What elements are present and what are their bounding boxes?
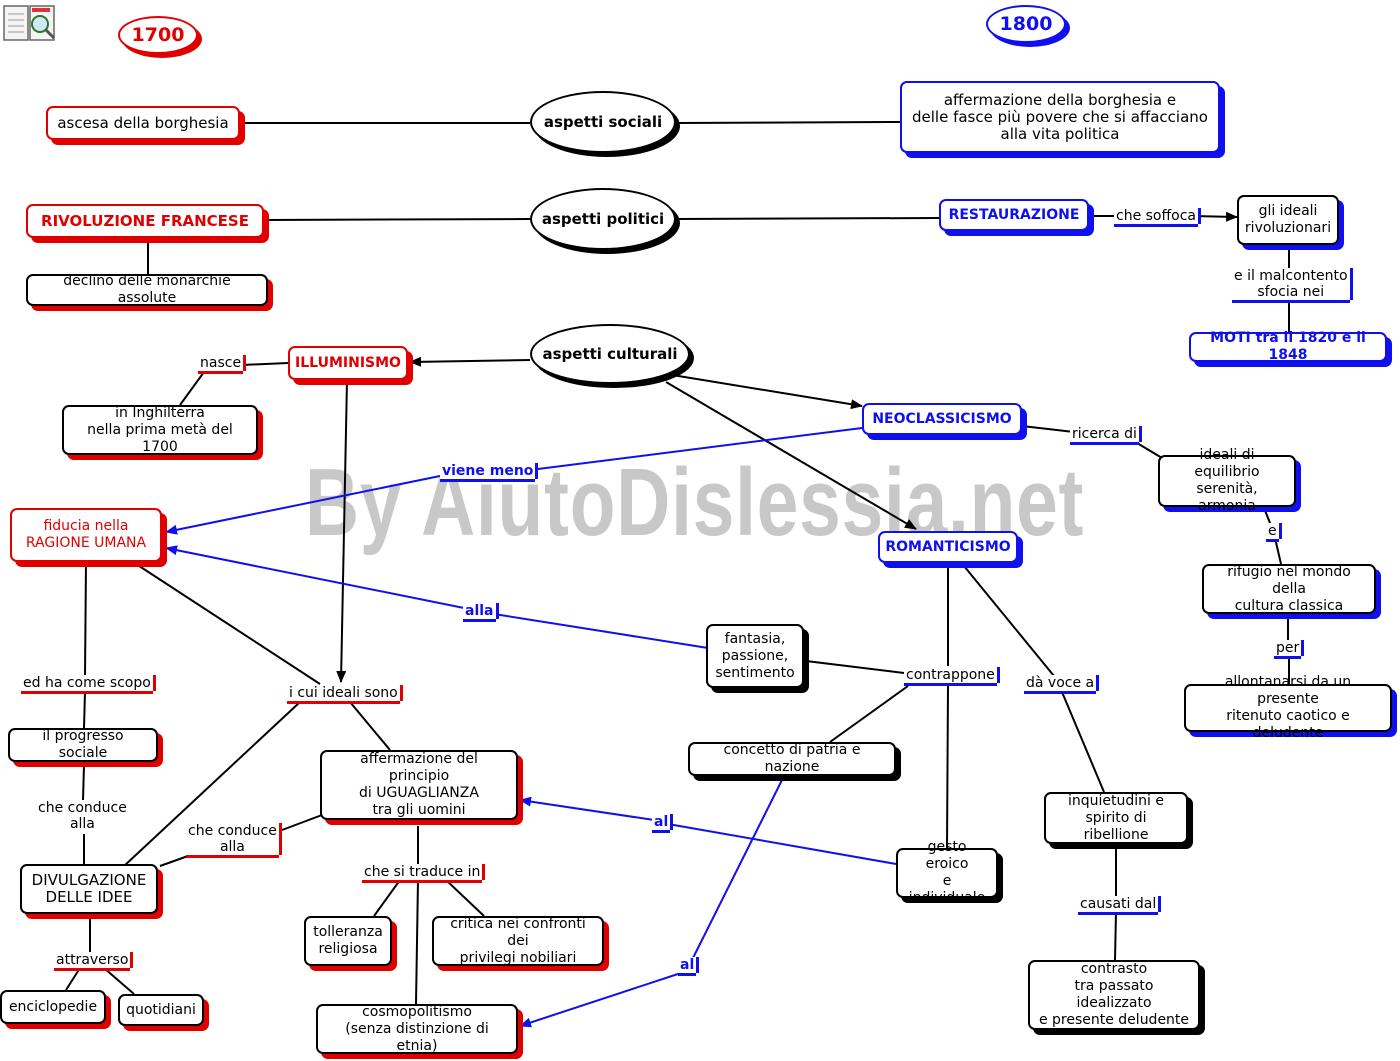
link-che-soffoca: che soffoca xyxy=(1114,208,1198,224)
edge-romanticismo-voce xyxy=(963,565,1055,677)
link-viene-meno: viene meno xyxy=(440,463,536,479)
link-attraverso: attraverso xyxy=(54,952,131,968)
node-uguaglianza: affermazione del principio di UGUAGLIANZ… xyxy=(320,750,518,820)
node-illuminismo: ILLUMINISMO xyxy=(288,346,408,380)
node-ascesa-borghesia: ascesa della borghesia xyxy=(46,106,240,140)
link-al-1: al xyxy=(652,814,671,830)
edge-culturali-illuminismo xyxy=(409,356,531,367)
node-inghilterra: in Inghilterra nella prima metà del 1700 xyxy=(62,405,258,455)
edge-e-rifugio xyxy=(1274,537,1282,565)
edge-patria-al xyxy=(691,779,783,961)
edge-nasce-inghilterra xyxy=(179,371,205,406)
link-alla: alla xyxy=(463,603,496,619)
edge-traduce-critica xyxy=(445,879,485,917)
node-affermazione-borghesia: affermazione della borghesia e delle fas… xyxy=(900,81,1220,153)
node-romanticismo: ROMANTICISMO xyxy=(878,531,1018,563)
link-per: per xyxy=(1274,640,1302,656)
edge-rivoluzione-politici xyxy=(263,218,531,221)
link-traduce: che si traduce in xyxy=(362,864,483,880)
edge-contrappone-gesto xyxy=(946,685,949,849)
node-cosmopolitismo: cosmopolitismo (senza distinzione di etn… xyxy=(316,1004,518,1054)
link-conduce-1: che conduce alla xyxy=(36,800,129,832)
edge-ideali-uguaglianza xyxy=(349,701,391,751)
edge-ideali-divulgazione xyxy=(123,701,301,867)
edge-scopo-progresso xyxy=(83,691,86,729)
node-inquietudini: inquietudini e spirito di ribellione xyxy=(1044,792,1188,844)
node-divulgazione: DIVULGAZIONE DELLE IDEE xyxy=(20,864,158,914)
oval-aspetti-politici: aspetti politici xyxy=(530,188,676,250)
link-malcontento: e il malcontento sfocia nei xyxy=(1232,268,1350,300)
edge-culturali-neoclassicismo xyxy=(659,372,863,410)
node-fiducia-ragione: fiducia nella RAGIONE UMANA xyxy=(10,508,162,562)
edge-causati-contrasto xyxy=(1114,911,1117,961)
year-1800: 1800 xyxy=(986,5,1066,43)
link-ricerca-di: ricerca di xyxy=(1070,426,1139,442)
edge-attraverso-quotidiani xyxy=(103,967,135,995)
edge-al-uguaglianza xyxy=(519,796,655,821)
edge-voce-inquietudini xyxy=(1061,691,1105,793)
node-ideali-rivoluzionari: gli ideali rivoluzionari xyxy=(1237,195,1339,245)
node-neoclassicismo: NEOCLASSICISMO xyxy=(862,403,1022,435)
link-da-voce: dà voce a xyxy=(1024,675,1097,691)
oval-aspetti-sociali: aspetti sociali xyxy=(530,91,676,153)
year-1700: 1700 xyxy=(118,16,198,54)
edge-traduce-tolleranza xyxy=(373,879,401,917)
edge-al-cosmopolitismo xyxy=(519,971,685,1028)
node-allontanarsi: allontanarsi da un presente ritenuto cao… xyxy=(1184,674,1392,741)
link-ideali-sono: i cui ideali sono xyxy=(287,685,400,701)
edge-progresso-conduce xyxy=(82,764,85,801)
node-tolleranza: tolleranza religiosa xyxy=(304,916,392,966)
node-quotidiani: quotidiani xyxy=(118,994,204,1026)
node-enciclopedie: enciclopedie xyxy=(0,990,106,1024)
edge-alla-fiducia xyxy=(165,545,465,609)
node-fantasia: fantasia, passione, sentimento xyxy=(706,624,804,688)
link-e: e xyxy=(1266,523,1279,539)
link-scopo: ed ha come scopo xyxy=(21,675,153,691)
edge-soffoca-ideali xyxy=(1191,211,1238,222)
node-patria: concetto di patria e nazione xyxy=(688,742,896,776)
edge-sociali-affermazione xyxy=(675,121,903,124)
node-restaurazione: RESTAURAZIONE xyxy=(939,199,1089,231)
oval-aspetti-culturali: aspetti culturali xyxy=(530,324,690,384)
edge-conduce-divulgazione2 xyxy=(159,855,189,867)
link-contrappone: contrappone xyxy=(904,667,997,683)
edge-vienemeno-fiducia xyxy=(165,475,441,535)
edge-fantasia-contrappone xyxy=(805,660,905,674)
node-declino-monarchie: declino delle monarchie assolute xyxy=(26,273,268,306)
link-nasce: nasce xyxy=(198,355,244,371)
edge-politici-restaurazione xyxy=(675,217,940,220)
link-al-2: al xyxy=(678,957,697,973)
edge-gesto-al xyxy=(667,823,897,865)
edge-neo-ricerca xyxy=(1021,425,1075,433)
node-contrasto: contrasto tra passato idealizzato e pres… xyxy=(1028,960,1200,1030)
node-gesto-eroico: gesto eroico e individuale xyxy=(896,839,998,906)
link-conduce-2: che conduce alla xyxy=(186,823,279,855)
edge-uguaglianza-conduce xyxy=(281,814,323,831)
edge-traduce-cosmopolitismo xyxy=(415,879,419,1005)
book-logo-icon xyxy=(3,5,56,41)
link-causati: causati dal xyxy=(1078,896,1159,912)
edge-ricerca-equilibrio xyxy=(1131,439,1163,459)
node-critica: critica nei confronti dei privilegi nobi… xyxy=(432,916,604,966)
node-moti: MOTI tra il 1820 e il 1848 xyxy=(1189,330,1387,363)
node-ideali-equilibrio: ideali di equilibrio serenità, armonia xyxy=(1158,447,1296,514)
edge-fiducia-ideali xyxy=(129,559,321,685)
edge-fiducia-scopo xyxy=(84,561,87,677)
edge-neo-vienemeno xyxy=(529,427,863,471)
node-rivoluzione-francese: RIVOLUZIONE FRANCESE xyxy=(26,204,264,238)
edge-culturali-romanticismo xyxy=(665,381,917,530)
edge-illuminismo-ideali xyxy=(336,379,348,683)
edge-illuminismo-nasce xyxy=(241,362,289,366)
node-progresso-sociale: il progresso sociale xyxy=(8,728,158,762)
edge-attraverso-enciclopedie xyxy=(65,967,81,991)
edge-fantasia-alla xyxy=(493,613,709,649)
node-rifugio: rifugio nel mondo della cultura classica xyxy=(1202,564,1376,614)
edge-contrappone-patria xyxy=(829,685,909,743)
